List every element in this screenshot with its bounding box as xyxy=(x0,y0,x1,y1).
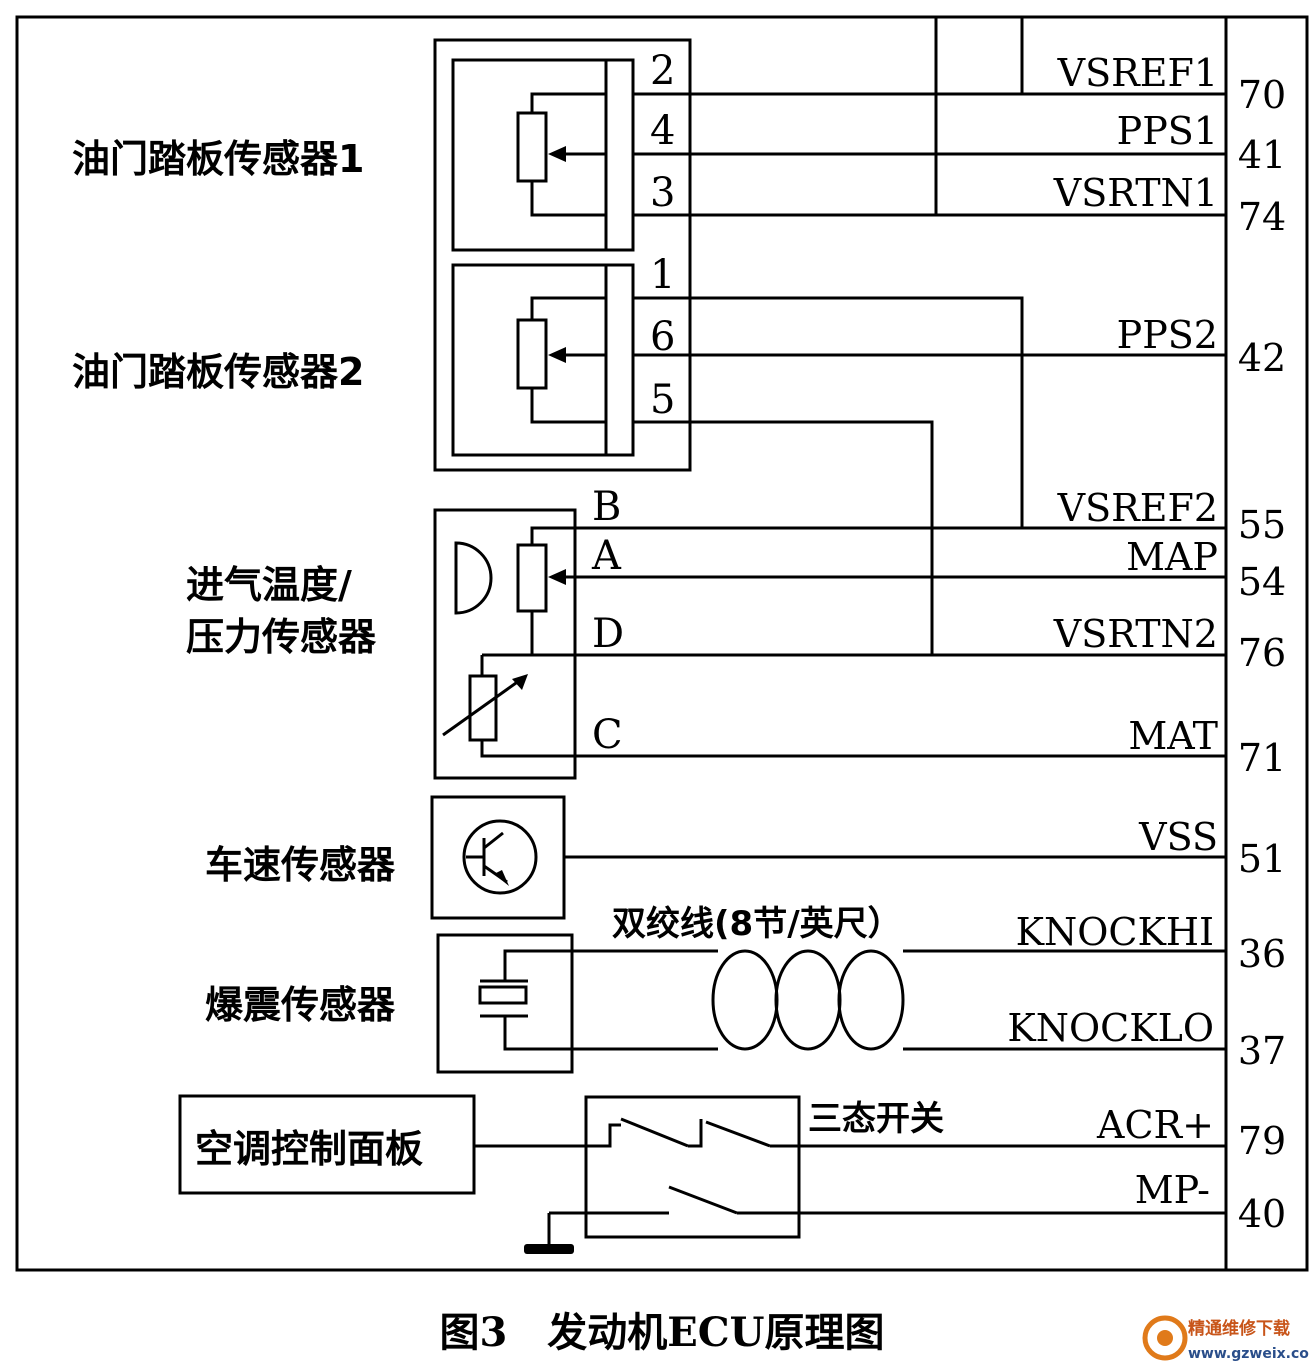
pedal-sensor-2-box xyxy=(451,263,635,457)
label-pedal-sensor-2: 油门踏板传感器2 xyxy=(72,350,364,394)
signal-knockhi: KNOCKHI xyxy=(1016,910,1214,954)
ecu-pin-74: 74 xyxy=(1238,195,1286,239)
ecu-pin-54: 54 xyxy=(1238,560,1286,604)
wire-ac-panel xyxy=(474,1123,621,1148)
label-pedal-sensor-1: 油门踏板传感器1 xyxy=(72,137,364,181)
pin-3: 3 xyxy=(650,170,675,216)
ecu-pin-42: 42 xyxy=(1238,336,1286,380)
tri-state-switch-box xyxy=(584,1095,801,1239)
label-ac-control-panel: 空调控制面板 xyxy=(195,1127,423,1171)
twisted-pair-coils xyxy=(711,949,905,1051)
ecu-pin-36: 36 xyxy=(1238,932,1286,976)
signal-vss: VSS xyxy=(1138,815,1218,859)
watermark: 精通维修下载 www.gzweix.com xyxy=(1142,1315,1310,1362)
ecu-pin-76: 76 xyxy=(1238,631,1286,675)
watermark-logo-dot xyxy=(1157,1330,1173,1346)
ecu-pin-37: 37 xyxy=(1238,1029,1286,1073)
signal-mat: MAT xyxy=(1128,714,1218,758)
map-sensor-diaphragm xyxy=(454,541,493,615)
label-intake-sensor-line1: 进气温度/ xyxy=(186,563,352,607)
wire-mat xyxy=(480,740,1226,758)
label-vss-sensor: 车速传感器 xyxy=(205,843,396,887)
signal-vsrtn1: VSRTN1 xyxy=(1053,171,1218,215)
signal-mp: MP- xyxy=(1135,1168,1210,1212)
pedal-2-resistor xyxy=(516,318,548,390)
pedal-sensor-housing xyxy=(433,38,692,472)
watermark-name: 精通维修下载 xyxy=(1188,1318,1290,1339)
signal-knocklo: KNOCKLO xyxy=(1007,1006,1214,1050)
label-intake-sensor-line2: 压力传感器 xyxy=(186,615,377,659)
label-tri-state-switch: 三态开关 xyxy=(808,1099,944,1139)
pin-6: 6 xyxy=(650,314,675,360)
ground-icon xyxy=(524,1244,574,1254)
pin-1: 1 xyxy=(650,252,675,298)
ecu-pin-79: 79 xyxy=(1238,1119,1286,1163)
ecu-pin-55: 55 xyxy=(1238,503,1286,547)
pin-5: 5 xyxy=(650,377,675,423)
map-resistor xyxy=(516,543,548,613)
wire-pedal2-return xyxy=(633,420,934,655)
wire-vsref2 xyxy=(530,526,1226,545)
pin-D: D xyxy=(592,611,624,657)
label-twisted-pair: 双绞线(8节/英尺） xyxy=(612,904,902,944)
knock-sensor-box xyxy=(436,933,574,1074)
ecu-pin-41: 41 xyxy=(1238,133,1286,177)
ecu-pin-71: 71 xyxy=(1238,736,1286,780)
watermark-url: www.gzweix.com xyxy=(1188,1346,1310,1362)
signal-vsref1: VSREF1 xyxy=(1057,51,1218,95)
ecu-pin-51: 51 xyxy=(1238,837,1286,881)
pin-A: A xyxy=(591,533,622,579)
ecu-pin-70: 70 xyxy=(1238,73,1286,117)
outer-frame xyxy=(15,15,1309,1272)
ecu-pin-40: 40 xyxy=(1238,1192,1286,1236)
label-knock-sensor: 爆震传感器 xyxy=(205,983,396,1027)
intake-sensor-box xyxy=(433,508,577,780)
signal-vsrtn2: VSRTN2 xyxy=(1053,612,1218,656)
pin-2: 2 xyxy=(650,48,675,94)
signal-acr: ACR+ xyxy=(1096,1103,1214,1147)
pedal-1-resistor xyxy=(516,111,548,183)
knock-crystal xyxy=(478,985,528,1005)
signal-vsref2: VSREF2 xyxy=(1057,486,1218,530)
pin-B: B xyxy=(592,484,621,530)
watermark-logo-icon xyxy=(1142,1315,1188,1361)
pin-4: 4 xyxy=(650,108,675,154)
signal-pps2: PPS2 xyxy=(1117,313,1218,357)
vss-box xyxy=(430,795,566,920)
figure-caption: 图3 发动机ECU原理图 xyxy=(439,1309,884,1356)
signal-map: MAP xyxy=(1126,535,1218,579)
signal-pps1: PPS1 xyxy=(1117,109,1218,153)
vss-transistor-icon xyxy=(462,819,538,895)
pin-C: C xyxy=(592,712,623,758)
wire-pedal2-ref xyxy=(633,296,1024,528)
